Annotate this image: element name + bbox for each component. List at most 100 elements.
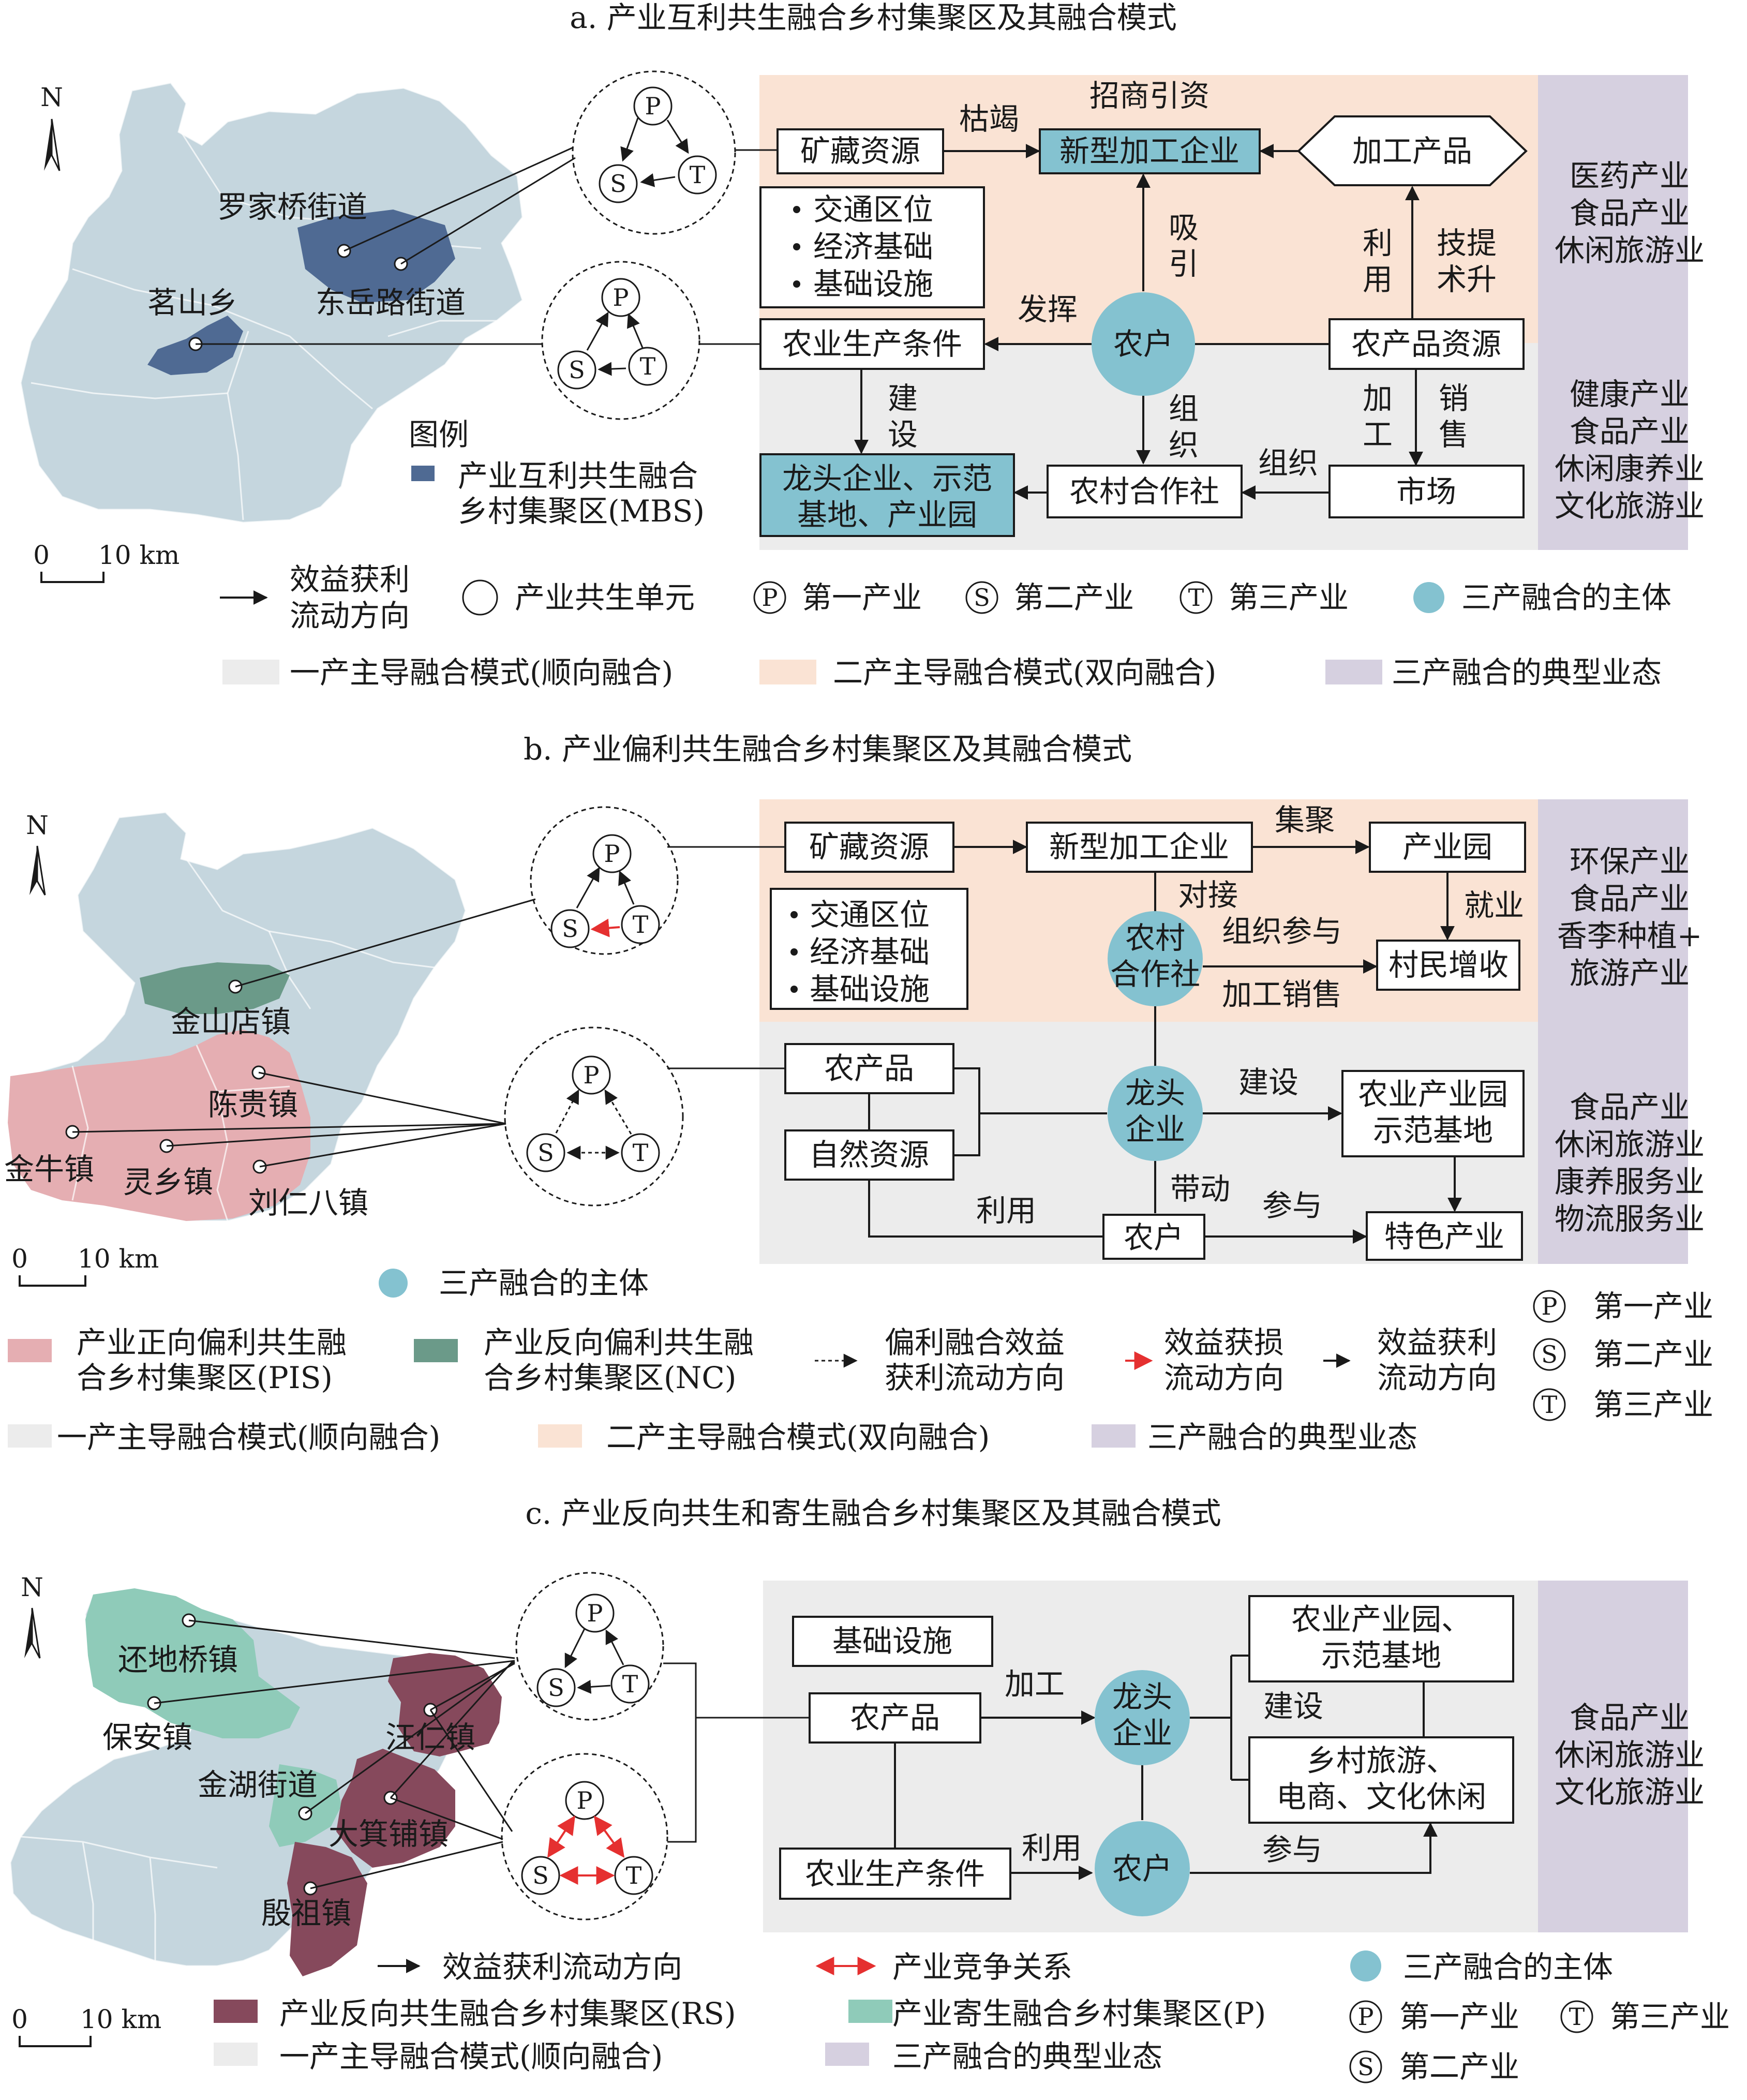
c-text-demo2: 示范基地	[1321, 1638, 1441, 1673]
a-text-leading1: 龙头企业、示范	[782, 461, 992, 496]
svg-text:休闲康养业: 休闲康养业	[1555, 451, 1705, 486]
c-text-liyong: 利用	[1022, 1830, 1082, 1866]
svg-text:交通区位: 交通区位	[813, 192, 933, 227]
c-north-arrow: N	[21, 1572, 43, 1659]
b-label-liuren: 刘仁八镇	[248, 1185, 368, 1220]
a-symbiosis-unit-2: P S T	[541, 261, 700, 420]
a-text-jiagong1: 加	[1363, 381, 1393, 416]
svg-text:食品产业: 食品产业	[1570, 881, 1690, 916]
a-map-border-4	[31, 382, 228, 399]
b-text-leading2: 企业	[1125, 1112, 1185, 1147]
a-label-mingshan: 茗山乡	[147, 285, 237, 320]
b-text-canyu: 参与	[1262, 1188, 1322, 1223]
a-conn-2	[400, 157, 576, 265]
a-node-nonghu	[1092, 292, 1195, 396]
c-text-agprod: 农产品	[850, 1700, 940, 1735]
svg-text:T: T	[633, 1139, 649, 1167]
svg-text:一产主导融合模式(顺向融合): 一产主导融合模式(顺向融合)	[57, 1420, 440, 1455]
b-map: 金山店镇 陈贵镇 金牛镇 灵乡镇 刘仁八镇	[4, 811, 467, 1222]
svg-text:交通区位: 交通区位	[810, 897, 930, 932]
svg-text:第一产业: 第一产业	[802, 580, 922, 615]
a-box-market	[1328, 465, 1525, 518]
svg-text:休闲旅游业: 休闲旅游业	[1555, 1127, 1705, 1162]
c-map-rs-dajipu	[336, 1749, 455, 1868]
svg-text:第二产业: 第二产业	[1399, 2049, 1519, 2084]
b-conn-4	[166, 1123, 506, 1147]
svg-text:医药产业: 医药产业	[1570, 158, 1690, 193]
c-text-jiagong: 加工	[1005, 1666, 1065, 1702]
svg-text:S: S	[562, 915, 578, 943]
svg-text:一产主导融合模式(顺向融合): 一产主导融合模式(顺向融合)	[279, 2039, 663, 2074]
a-text-agres: 农产品资源	[1351, 326, 1501, 362]
a-text-jianshe1: 建	[888, 381, 918, 416]
svg-text:10 km: 10 km	[80, 2004, 161, 2034]
a-label-luojiaqiao: 罗家桥街道	[217, 189, 367, 225]
svg-text:T: T	[1188, 584, 1204, 612]
svg-text:食品产业: 食品产业	[1570, 196, 1690, 231]
b-box-special	[1366, 1211, 1523, 1261]
b-text-newfirm: 新型加工企业	[1049, 829, 1229, 865]
a-text-zuzhi1: 组	[1169, 391, 1199, 426]
svg-text:0: 0	[33, 540, 50, 570]
a-text-xiaoshou2: 售	[1439, 417, 1469, 452]
svg-text:P: P	[577, 1786, 593, 1814]
svg-text:二产主导融合模式(双向融合): 二产主导融合模式(双向融合)	[833, 655, 1216, 690]
svg-text:效益获利流动方向: 效益获利流动方向	[442, 1949, 682, 1985]
a-text-liyong1: 利	[1363, 226, 1393, 261]
c-text-tour2: 电商、文化休闲	[1276, 1779, 1486, 1814]
panel-c: c. 产业反向共生和寄生融合乡村集聚区及其融合模式 还地桥镇 保安镇 汪仁镇 金…	[9, 1496, 1730, 2084]
b-text-liyong: 利用	[976, 1193, 1036, 1228]
svg-text:N: N	[21, 1572, 43, 1602]
svg-text:P: P	[762, 584, 778, 612]
c-line-leading-bracket	[1190, 1655, 1249, 1781]
c-legend: 效益获利流动方向 产业竞争关系 三产融合的主体 产业反向共生融合乡村集聚区(RS…	[214, 1949, 1730, 2084]
a-text-agcond: 农业生产条件	[782, 326, 962, 362]
b-conn-2	[258, 1071, 506, 1125]
a-map-border-2	[72, 268, 373, 410]
svg-text:三产融合的主体: 三产融合的主体	[439, 1265, 649, 1301]
c-label-baoan: 保安镇	[102, 1720, 192, 1755]
a-map-base	[20, 82, 524, 524]
svg-text:产业共生单元: 产业共生单元	[515, 580, 695, 615]
c-label-jinhu: 金湖街道	[198, 1767, 318, 1803]
svg-text:基础设施: 基础设施	[813, 266, 933, 302]
svg-text:经济基础: 经济基础	[813, 229, 933, 264]
c-conn-1	[188, 1619, 515, 1659]
a-text-jianshe2: 设	[888, 417, 918, 452]
svg-text:三产融合的主体: 三产融合的主体	[1403, 1949, 1613, 1985]
svg-text:P: P	[1358, 2003, 1374, 2031]
c-conn-5	[390, 1660, 514, 1840]
c-map-border-1	[20, 1836, 218, 1961]
c-text-leading2: 企业	[1112, 1716, 1172, 1751]
a-text-jishu2: 术升	[1437, 262, 1497, 297]
c-conn-4	[305, 1661, 515, 1814]
svg-text:食品产业: 食品产业	[1570, 1700, 1690, 1735]
a-map-mbs-luojiaqiao	[297, 210, 455, 303]
svg-text:经济基础: 经济基础	[810, 934, 930, 970]
svg-text:产业正向偏利共生融: 产业正向偏利共生融	[77, 1325, 347, 1360]
svg-text:流动方向: 流动方向	[290, 598, 410, 633]
svg-text:S: S	[610, 170, 626, 198]
c-map-rs-wangren	[388, 1653, 502, 1756]
svg-text:合乡村集聚区(NC): 合乡村集聚区(NC)	[484, 1360, 736, 1395]
svg-text:P: P	[587, 1599, 603, 1627]
svg-text:P: P	[613, 284, 629, 311]
a-legend-mbs-1: 产业互利共生融合	[458, 458, 698, 494]
b-scale-bar: 0 10 km	[11, 1244, 159, 1287]
svg-text:流动方向: 流动方向	[1377, 1360, 1497, 1395]
a-lavender-region	[1538, 75, 1688, 550]
svg-text:偏利融合效益: 偏利融合效益	[885, 1325, 1065, 1360]
svg-text:效益获利: 效益获利	[290, 562, 410, 597]
a-text-product: 加工产品	[1352, 133, 1472, 169]
b-text-demo2: 示范基地	[1373, 1113, 1493, 1148]
svg-text:第二产业: 第二产业	[1593, 1337, 1713, 1372]
svg-text:T: T	[1542, 1391, 1558, 1419]
c-text-tour1: 乡村旅游、	[1306, 1743, 1456, 1778]
a-text-xiyin2: 引	[1169, 246, 1199, 281]
a-conn-1	[344, 146, 574, 252]
b-text-jiagongXiaoshou: 加工销售	[1222, 977, 1342, 1012]
b-text-park: 产业园	[1402, 829, 1492, 865]
c-map-rs-yinzu	[287, 1842, 367, 1976]
a-legend-mbs-swatch	[411, 466, 435, 481]
a-box-agres	[1328, 318, 1525, 370]
